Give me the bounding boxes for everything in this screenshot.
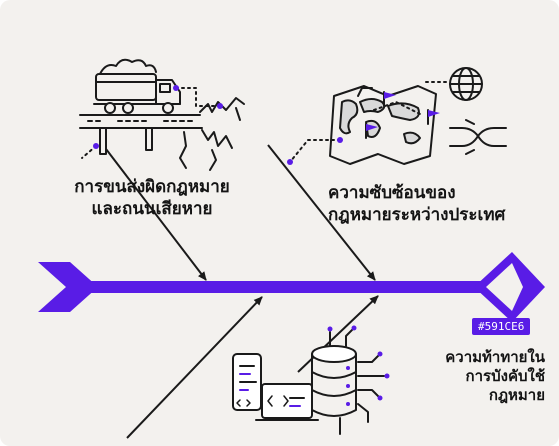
dotted-connector-map [289, 139, 341, 163]
globe-icon [449, 67, 483, 101]
spine-bar [84, 281, 494, 293]
cause-line: การขนส่งผิดกฎหมาย [74, 177, 230, 197]
crossing-arrows-icon [449, 119, 507, 155]
spine-tail-chevron [38, 262, 98, 312]
cause-line: และถนนเสียหาย [91, 198, 213, 219]
cause-label-international-law: ความซับซ้อนของ กฎหมายระหว่างประเทศ [328, 183, 553, 227]
cause-line: กฎหมายระหว่างประเทศ [328, 204, 506, 225]
effect-label: ความท้าทายใน การบังคับใช้ กฎหมาย [405, 348, 545, 406]
effect-line: ความท้าทายใน [445, 348, 545, 366]
spine-head-notch [486, 263, 523, 311]
truck-icon [93, 58, 181, 114]
dotted-connector-truck [175, 87, 221, 107]
database-icon [311, 345, 357, 417]
tech-illustration [232, 325, 390, 435]
bone-upper-right [267, 144, 376, 281]
color-hex-badge: #591CE6 [472, 318, 531, 335]
bridge-icon [79, 114, 203, 155]
road-illustration [79, 58, 245, 171]
world-map-icon [329, 85, 437, 165]
map-pins [365, 91, 440, 139]
circuit-icon [327, 325, 390, 435]
map-illustration [287, 67, 507, 165]
spine [38, 252, 545, 322]
cause-label-road-transport: การขนส่งผิดกฎหมาย และถนนเสียหาย [52, 177, 252, 221]
bone-upper-left [105, 148, 207, 281]
cause-line: ความซับซ้อนของ [328, 183, 456, 203]
phone-code-icon [232, 353, 262, 411]
laptop-code-icon [255, 383, 319, 421]
broken-road-icon [179, 97, 245, 171]
effect-line: กฎหมาย [488, 386, 545, 405]
effect-line: การบังคับใช้ [465, 367, 545, 386]
bone-lower-left [126, 296, 263, 439]
